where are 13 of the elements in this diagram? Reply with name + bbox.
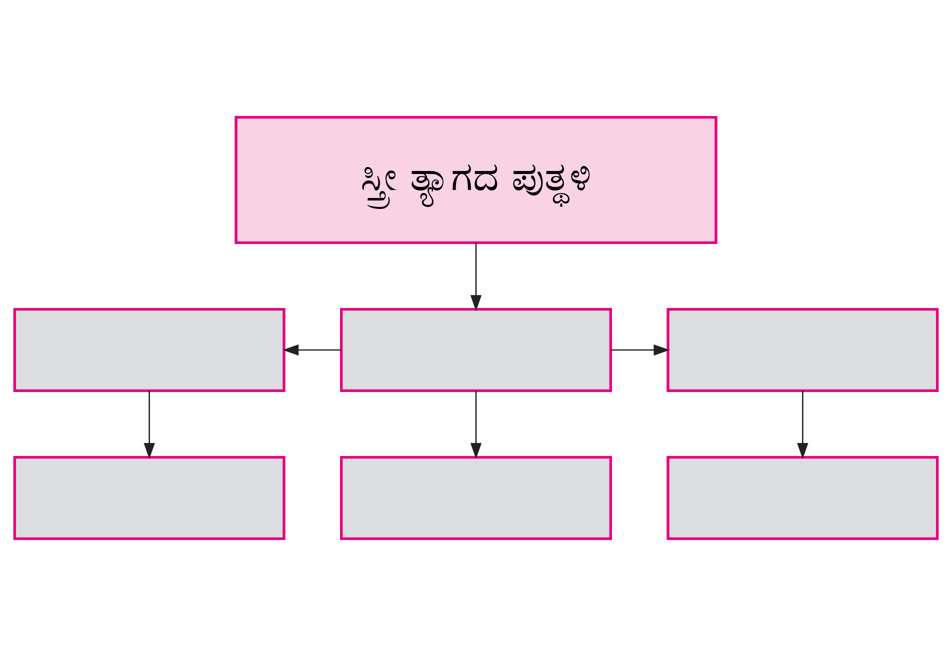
arrow bbox=[470, 242, 482, 311]
arrow bbox=[470, 390, 482, 459]
arrow bbox=[282, 344, 341, 356]
arrow bbox=[143, 390, 154, 459]
node-box bbox=[340, 308, 612, 392]
arrow bbox=[796, 390, 808, 459]
node-box: ಸ್ತ್ರೀ ತ್ಯಾಗದ ಪುತ್ಥಳಿ bbox=[234, 116, 717, 244]
node-box bbox=[12, 456, 285, 540]
node-box bbox=[666, 456, 938, 540]
node-box bbox=[666, 308, 938, 392]
node-box bbox=[340, 456, 612, 540]
node-box bbox=[12, 308, 285, 392]
arrow bbox=[610, 344, 670, 356]
